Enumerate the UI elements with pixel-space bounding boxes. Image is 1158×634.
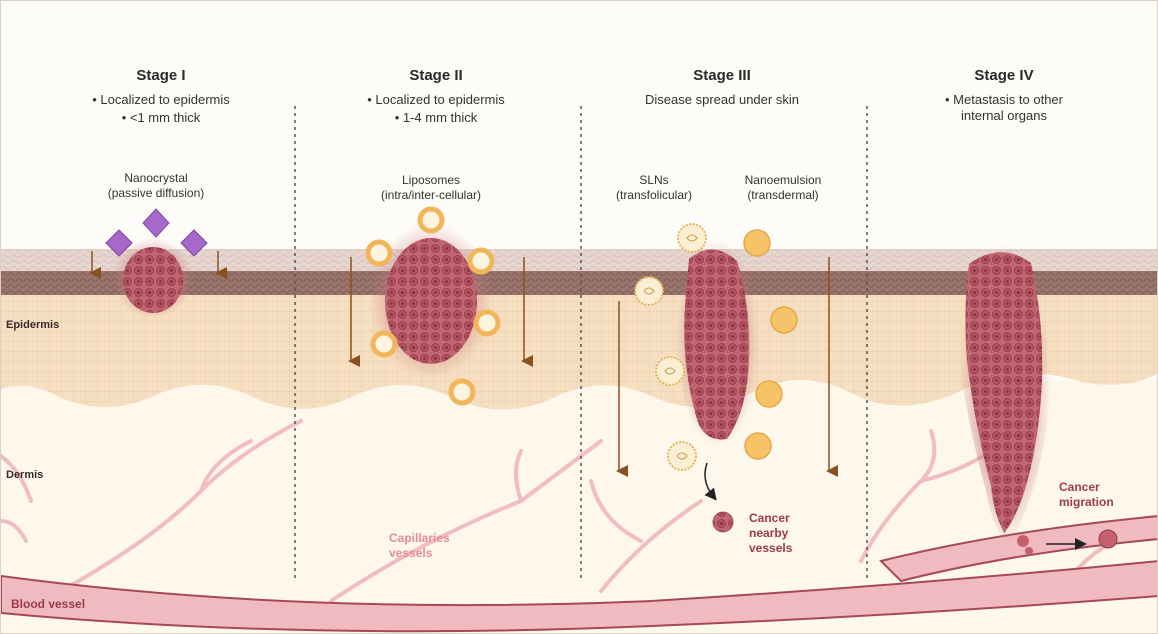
slns-name: SLNs [639, 173, 669, 187]
nanocrystal-particles [105, 208, 208, 257]
stage1-title: Stage I [136, 67, 186, 84]
stage1-line2: • <1 mm thick [121, 110, 201, 125]
cancer-migration-line1: Cancer [1059, 480, 1100, 494]
blood-vessel [1, 560, 1157, 633]
stage2-title: Stage II [409, 67, 463, 84]
capillaries-line1: Capillaries [389, 531, 450, 545]
stage4-title: Stage IV [974, 67, 1034, 84]
stage2-tumor [385, 238, 477, 364]
spread-arrow [704, 462, 717, 501]
cancer-nearby-cluster [712, 511, 734, 533]
cancer-nearby-line2: nearby [749, 526, 789, 540]
liposomes-label: Liposomes (intra/inter-cellular) [351, 173, 511, 203]
slns-label: SLNs (transfolicular) [599, 173, 709, 203]
sln-detail [643, 234, 698, 460]
slns-route: (transfolicular) [615, 188, 693, 202]
cancer-migration-label: Cancer migration [1059, 480, 1114, 510]
nanocrystal-route: (passive diffusion) [107, 186, 205, 200]
stage2-line2: • 1-4 mm thick [394, 110, 478, 125]
stage4-tumor [965, 252, 1043, 533]
penetration-arrows [89, 251, 838, 477]
cancer-nearby-line1: Cancer [749, 511, 790, 525]
stratum-corneum [1, 249, 1157, 271]
cancer-nearby-line3: vessels [749, 541, 793, 555]
stage3-tumor [684, 249, 750, 440]
stage4-line2: internal organs [961, 108, 1047, 123]
stage3-line1: Disease spread under skin [645, 92, 799, 107]
blood-vessel-label: Blood vessel [11, 597, 86, 611]
stage1-line1: • Localized to epidermis [92, 92, 230, 107]
nanoemulsion-name: Nanoemulsion [744, 173, 822, 187]
stage3-title: Stage III [693, 67, 751, 84]
nanoemulsion-route: (transdermal) [747, 188, 819, 202]
stage2-line1: • Localized to epidermis [367, 92, 505, 107]
stage4-line1: • Metastasis to other [945, 92, 1063, 107]
nanocrystal-label: Nanocrystal (passive diffusion) [81, 171, 231, 201]
capillaries [1, 419, 1143, 603]
dermis-label: Dermis [6, 469, 44, 481]
nanoemulsion-label: Nanoemulsion (transdermal) [723, 173, 843, 203]
migrating-cell [1098, 529, 1118, 549]
stage4-cell-trail [1017, 535, 1029, 547]
blood-vessel-upper [879, 515, 1157, 583]
capillaries-label: Capillaries vessels [389, 531, 450, 561]
liposome-particles [365, 206, 501, 406]
stage1-tumor [123, 247, 183, 313]
epidermis-label: Epidermis [6, 319, 60, 331]
nanoemulsion-particles [743, 229, 798, 460]
stage-dividers [294, 106, 868, 581]
cancer-nearby-label: Cancer nearby vessels [749, 511, 792, 556]
epidermis-layer [1, 293, 1157, 410]
cancer-migration-line2: migration [1059, 495, 1114, 509]
capillaries-line2: vessels [389, 546, 433, 560]
nanocrystal-name: Nanocrystal [124, 171, 188, 185]
liposomes-route: (intra/inter-cellular) [380, 188, 482, 202]
liposomes-name: Liposomes [401, 173, 461, 187]
sln-particles [634, 223, 707, 471]
